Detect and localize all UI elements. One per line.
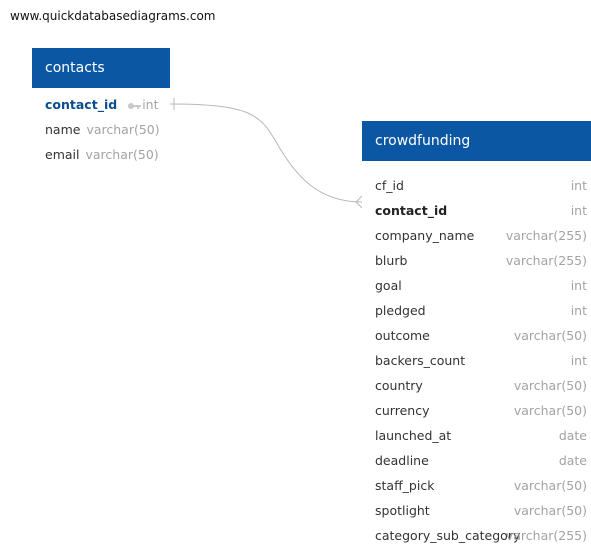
crowdfunding-field-country[interactable]: country varchar(50) [362,373,591,398]
field-type: varchar(50) [85,147,159,162]
crowdfunding-field-blurb[interactable]: blurb varchar(255) [362,248,591,273]
field-type: int [570,203,587,218]
field-type: date [558,428,587,443]
field-name: backers_count [375,353,466,368]
field-name: blurb [375,253,408,268]
field-name: spotlight [375,503,430,518]
crowdfunding-field-currency[interactable]: currency varchar(50) [362,398,591,423]
field-type: date [558,453,587,468]
field-name: currency [375,403,430,418]
field-name: name [45,122,81,137]
key-icon [128,103,142,109]
field-type: varchar(50) [513,478,587,493]
crowdfunding-field-outcome[interactable]: outcome varchar(50) [362,323,591,348]
field-type: int [570,278,587,293]
crowdfunding-field-launched-at[interactable]: launched_at date [362,423,591,448]
field-name: email [45,147,80,162]
contacts-fields: contact_id int name varchar(50) email varch… [32,92,170,167]
field-type: varchar(50) [513,403,587,418]
contacts-field-contact-id[interactable]: contact_id int [32,92,170,117]
field-name: deadline [375,453,429,468]
field-name: launched_at [375,428,452,443]
field-name: company_name [375,228,475,243]
field-type: int [142,97,159,112]
crowdfunding-field-cf-id[interactable]: cf_id int [362,173,591,198]
field-name: staff_pick [375,478,435,493]
field-type: varchar(50) [513,378,587,393]
field-type: int [570,353,587,368]
field-type: int [570,178,587,193]
crowdfunding-table-header[interactable]: crowdfunding [362,121,591,161]
field-type: int [570,303,587,318]
field-name: contact_id [375,203,448,218]
contacts-table-header[interactable]: contacts [32,48,170,88]
crowdfunding-field-backers-count[interactable]: backers_count int [362,348,591,373]
relationship-line [169,103,363,203]
field-type: varchar(50) [513,503,587,518]
crowdfunding-field-company-name[interactable]: company_name varchar(255) [362,223,591,248]
field-type: varchar(50) [86,122,160,137]
crowdfunding-field-contact-id[interactable]: contact_id int [362,198,591,223]
watermark: www.quickdatabasediagrams.com [10,9,216,23]
field-name: country [375,378,423,393]
field-name: outcome [375,328,430,343]
field-name: contact_id [45,97,118,112]
crowdfunding-field-staff-pick[interactable]: staff_pick varchar(50) [362,473,591,498]
field-type: varchar(255) [505,253,587,268]
field-name: pledged [375,303,426,318]
crowdfunding-field-deadline[interactable]: deadline date [362,448,591,473]
contacts-field-email[interactable]: email varchar(50) [32,142,170,167]
contacts-field-name[interactable]: name varchar(50) [32,117,170,142]
contacts-table[interactable]: contacts contact_id int name varchar(50) e… [32,48,170,167]
field-type: varchar(50) [513,328,587,343]
field-type: varchar(255) [505,228,587,243]
crowdfunding-field-goal[interactable]: goal int [362,273,591,298]
field-name: goal [375,278,402,293]
field-name: cf_id [375,178,404,193]
crowdfunding-field-pledged[interactable]: pledged int [362,298,591,323]
crowdfunding-field-spotlight[interactable]: spotlight varchar(50) [362,498,591,523]
